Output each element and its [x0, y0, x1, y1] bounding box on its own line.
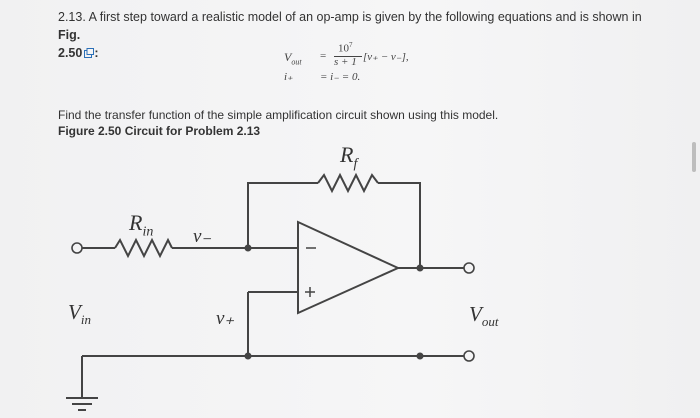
current-equation: = i₋ = 0. [320, 71, 361, 83]
figure-link-prefix[interactable]: Fig. [58, 28, 81, 42]
eq-sign-1: = [320, 50, 327, 62]
figure-link[interactable]: 2.50 [58, 46, 83, 60]
junction-ground [244, 352, 252, 360]
figure-link-suffix: : [94, 46, 99, 60]
fraction-bar [334, 56, 362, 57]
instruction-text: Find the transfer function of the simple… [58, 108, 499, 122]
feedback-wire-right [378, 182, 421, 268]
denominator: s + 1 [334, 56, 357, 68]
vout-lhs: Vout [284, 50, 302, 67]
junction-minus [244, 244, 252, 252]
scrollbar-thumb[interactable] [692, 142, 696, 172]
i-plus-lhs: i₊ [284, 71, 293, 83]
problem-text: A first step toward a realistic model of… [88, 10, 642, 24]
rf-resistor [317, 172, 379, 194]
opamp-triangle [297, 220, 401, 315]
ground-symbol [66, 397, 98, 411]
problem-number: 2.13. [58, 10, 86, 24]
v-plus-label: v₊ [216, 308, 235, 329]
vout-label: Vout [469, 302, 499, 330]
feedback-wire-left [247, 182, 318, 248]
junction-ground-right [416, 352, 424, 360]
vin-terminal [71, 242, 83, 254]
vout-terminal [463, 262, 475, 274]
rin-resistor [114, 237, 173, 259]
problem-statement: 2.13. A first step toward a realistic mo… [58, 8, 658, 62]
v-minus-label: v₋ [193, 226, 212, 247]
bracket-expression: [v₊ − v₋], [363, 51, 409, 63]
junction-output [416, 264, 424, 272]
equations: Vout = 107 s + 1 [v₊ − v₋], i₊ = i₋ = 0. [270, 40, 470, 90]
ground-terminal [463, 350, 475, 362]
vin-label: Vin [68, 300, 91, 328]
figure-caption: Figure 2.50 Circuit for Problem 2.13 [58, 124, 261, 138]
plus-sign [305, 287, 315, 297]
rin-label: Rin [129, 210, 154, 240]
numerator: 107 [338, 41, 353, 55]
rf-label: Rf [340, 142, 358, 172]
external-link-icon[interactable] [84, 45, 95, 58]
